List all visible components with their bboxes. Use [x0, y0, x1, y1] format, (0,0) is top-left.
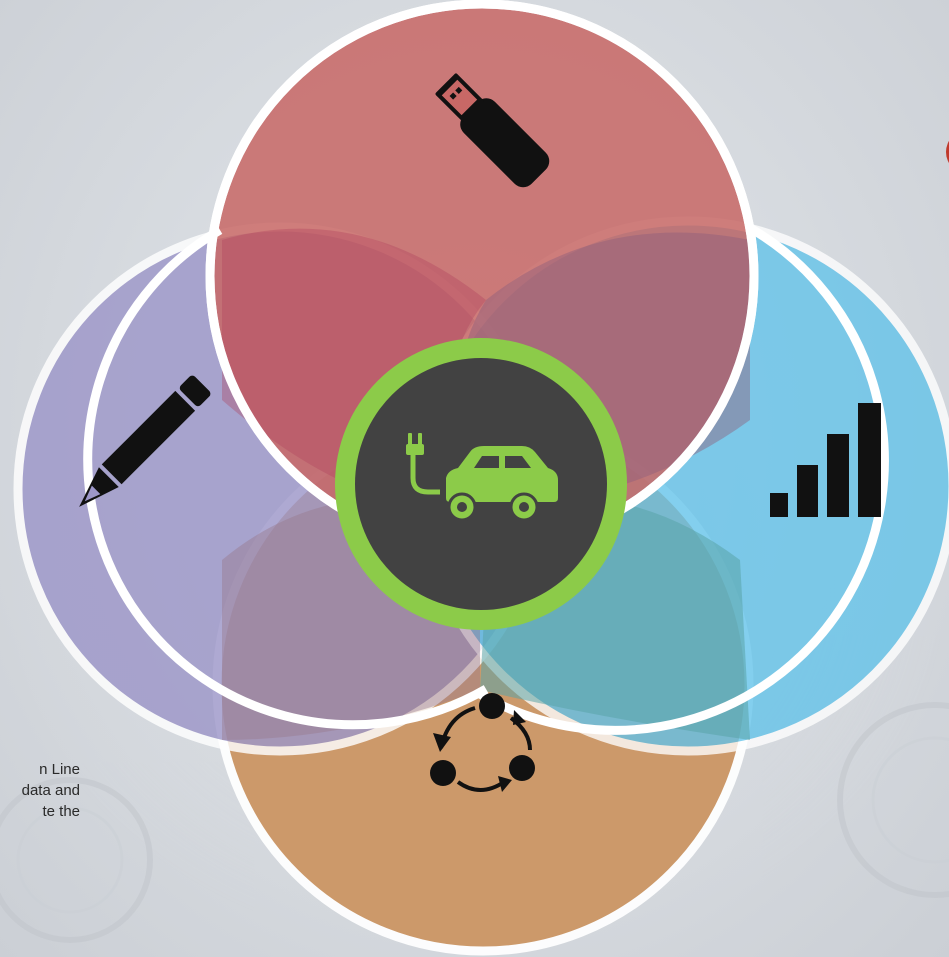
accent-arc: [946, 140, 949, 164]
signal-bars-icon: [770, 403, 881, 517]
side-text: n Line data and te the: [0, 759, 80, 822]
usb-drive-icon: [435, 73, 550, 188]
side-text-line-2: data and: [21, 782, 80, 799]
pencil-icon: [79, 375, 211, 507]
side-text-line-1: n Line: [39, 761, 80, 778]
side-text-line-3: te the: [42, 803, 80, 820]
petal-left-outline: [83, 226, 489, 730]
cycle-arrows-icon: [430, 693, 535, 792]
electric-car-plug-icon: [406, 433, 558, 522]
petal-right-outline: [477, 224, 889, 735]
